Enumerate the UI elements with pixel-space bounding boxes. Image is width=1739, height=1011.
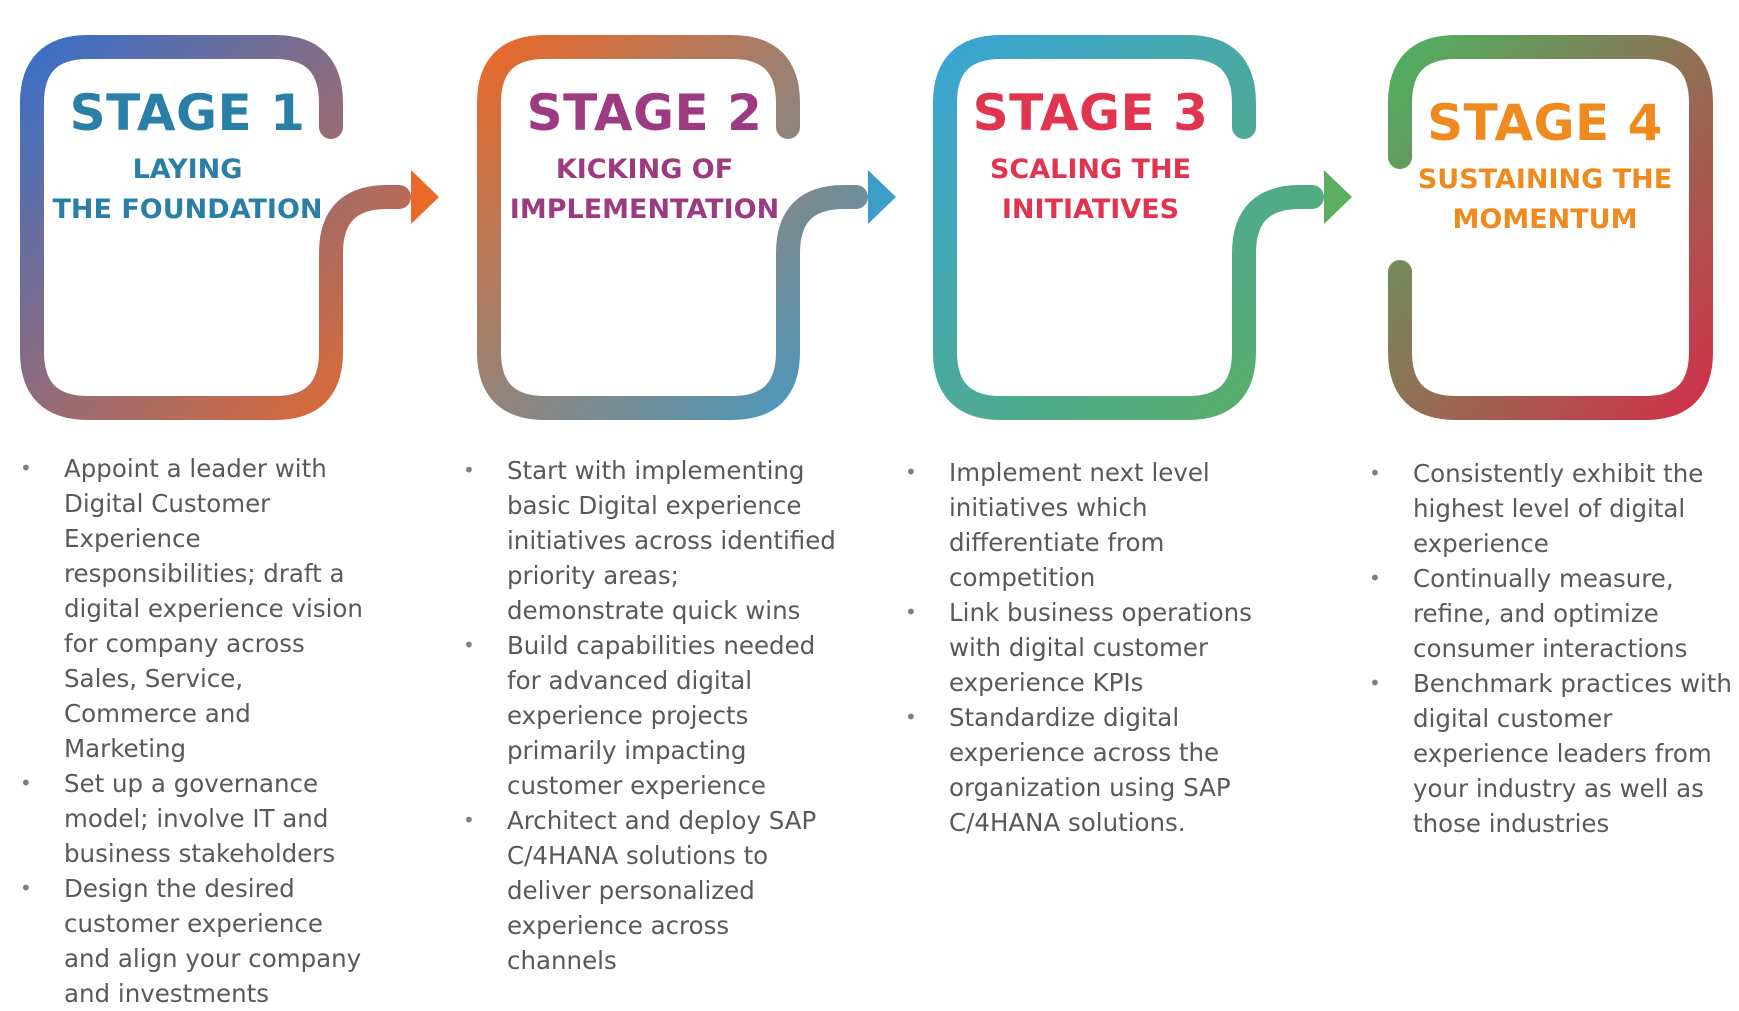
stage-2-bullet: Start with implementing basic Digital ex… bbox=[461, 453, 836, 628]
stage-1-bullet: Design the desired customer experience a… bbox=[18, 871, 373, 1011]
stage-3-bullet: Standardize digital experience across th… bbox=[903, 700, 1288, 840]
stage-4-bullet: Benchmark practices with digital custome… bbox=[1367, 666, 1737, 841]
stage-4-frame bbox=[1388, 35, 1713, 420]
stage-3-subtitle: SCALING THE INITIATIVES bbox=[989, 154, 1192, 225]
stage-2-bullets: Start with implementing basic Digital ex… bbox=[461, 453, 836, 978]
stage-1-bullet: Appoint a leader with Digital Customer E… bbox=[18, 451, 373, 766]
stage-1-bullet: Set up a governance model; involve IT an… bbox=[18, 766, 373, 871]
stage-4-bullet: Continually measure, refine, and optimiz… bbox=[1367, 561, 1737, 666]
stage-3-bullet: Implement next level initiatives which d… bbox=[903, 455, 1288, 595]
stage-2-arrow-head-icon bbox=[868, 170, 896, 224]
stage-2-frame bbox=[477, 35, 868, 420]
stage-2-bullet: Build capabilities needed for advanced d… bbox=[461, 628, 836, 803]
stage-1-bullets: Appoint a leader with Digital Customer E… bbox=[18, 451, 373, 1011]
stage-3-bullet: Link business operations with digital cu… bbox=[903, 595, 1288, 700]
stage-4-bullet: Consistently exhibit the highest level o… bbox=[1367, 456, 1737, 561]
stage-1-arrow-head-icon bbox=[411, 170, 439, 224]
stage-2-bullet: Architect and deploy SAP C/4HANA solutio… bbox=[461, 803, 836, 978]
stage-3-bullets: Implement next level initiatives which d… bbox=[903, 455, 1288, 840]
stage-3-title: STAGE 3 bbox=[972, 84, 1209, 142]
stage-1-subtitle: LAYING THE FOUNDATION bbox=[52, 154, 323, 225]
stage-1-title: STAGE 1 bbox=[69, 84, 306, 142]
stage-2-subtitle: KICKING OF IMPLEMENTATION bbox=[509, 154, 780, 225]
stage-4-subtitle: SUSTAINING THE MOMENTUM bbox=[1417, 164, 1673, 235]
stage-4-title: STAGE 4 bbox=[1427, 94, 1663, 152]
stage-4-bullets: Consistently exhibit the highest level o… bbox=[1367, 456, 1737, 841]
stage-3-frame bbox=[933, 35, 1324, 420]
stage-1-frame bbox=[20, 35, 411, 420]
stage-2-title: STAGE 2 bbox=[526, 84, 763, 142]
stage-3-arrow-head-icon bbox=[1324, 170, 1352, 224]
